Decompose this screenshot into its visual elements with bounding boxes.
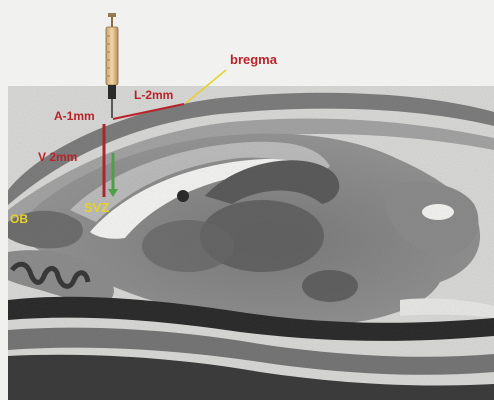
syringe-plunger-rod — [111, 17, 113, 27]
ventral-label: V 2mm — [38, 150, 77, 164]
lateral-label: L-2mm — [134, 88, 173, 102]
dark-nucleus — [177, 190, 189, 202]
striatum — [142, 220, 234, 272]
anterior-label: A-1mm — [54, 109, 95, 123]
fourth-ventricle — [422, 204, 454, 220]
svz-label: SVZ — [84, 200, 109, 215]
brainstem — [302, 270, 358, 302]
ob-label: OB — [10, 212, 28, 226]
syringe-plunger-cap — [108, 13, 116, 17]
tissue-section — [8, 86, 494, 400]
bregma-label: bregma — [230, 52, 278, 67]
syringe-hub — [108, 85, 116, 99]
